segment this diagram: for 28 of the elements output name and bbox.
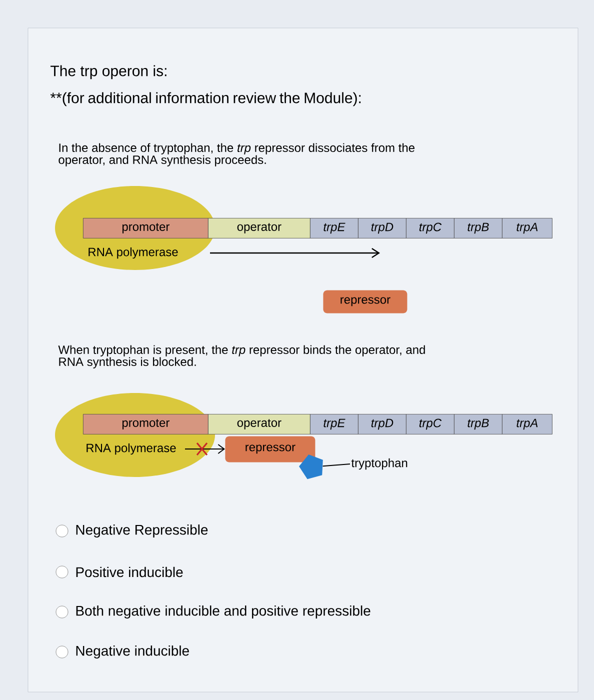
gene-box: trpA: [502, 218, 552, 238]
leader-line: [322, 464, 350, 467]
gene-box: trpE: [310, 218, 358, 238]
tryptophan-label: tryptophan: [351, 458, 408, 470]
ellipse-label: RNA polymerase: [86, 443, 176, 455]
caption-text: In the absence of tryptophan, the trp repressor dissociates from the operator, and RNA synthesis proceeds.: [58, 143, 414, 166]
gene-box: trpA: [502, 414, 552, 434]
operator-box: operator: [208, 218, 310, 238]
repressor-box: repressor: [323, 290, 408, 314]
gene-box: trpD: [358, 414, 406, 434]
tryptophan-pentagon: [299, 454, 323, 480]
gene-box: trpB: [454, 414, 502, 434]
ellipse-label: RNA polymerase: [88, 247, 178, 259]
option-text: Both negative inducible and positive repressible: [76, 605, 370, 619]
instruction-text: **(for additional information review the Module):: [50, 92, 361, 106]
gene-box: trpD: [358, 218, 406, 238]
option-text: Positive inducible: [76, 566, 183, 578]
gene-box: trpC: [406, 414, 454, 434]
gene-box: trpE: [310, 414, 358, 434]
caption-text: When tryptophan is present, the trp repressor binds the operator, and RNA synthesis is blocked.: [58, 345, 425, 368]
option-text: Negative inducible: [76, 645, 189, 659]
gene-box: trpB: [454, 218, 502, 238]
arrow: [184, 444, 225, 454]
operator-box: operator: [208, 414, 310, 434]
option-text: Negative Repressible: [76, 524, 208, 538]
gene-box: trpC: [406, 218, 454, 238]
question-title: The trp operon is:: [50, 65, 166, 80]
repressor-box: repressor: [225, 436, 316, 462]
